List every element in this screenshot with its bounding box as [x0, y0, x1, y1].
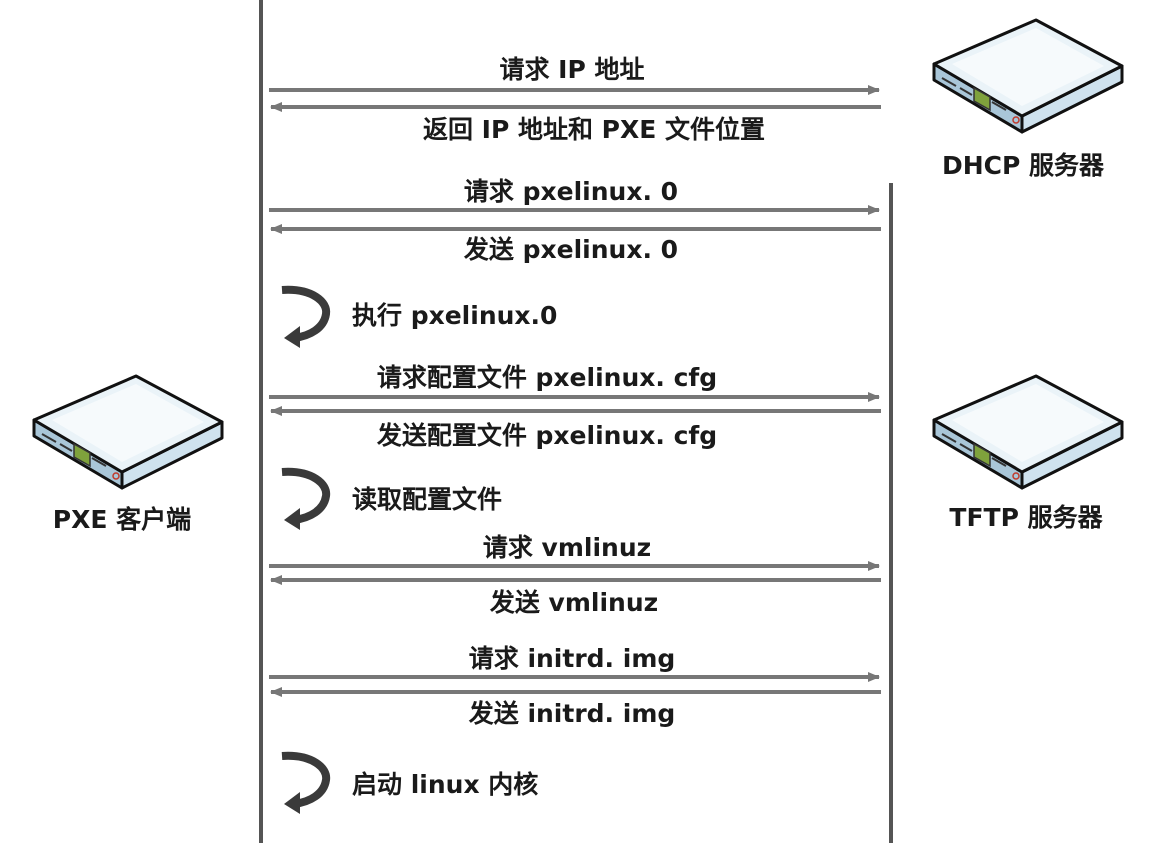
message-request-pxelinux: 请求 pxelinux. 0 [269, 177, 880, 215]
message-send-initrd: 发送 initrd. img [270, 687, 881, 728]
curl-arrow-icon [282, 290, 326, 348]
message-return-ip: 返回 IP 地址和 PXE 文件位置 [270, 102, 881, 144]
local-step-label: 读取配置文件 [352, 485, 502, 514]
message-request-cfg: 请求配置文件 pxelinux. cfg [269, 363, 880, 402]
message-request-vmlinuz: 请求 vmlinuz [269, 533, 880, 571]
server-icon [932, 374, 1124, 490]
pxe-client-label: PXE 客户端 [53, 505, 191, 534]
dhcp-server-node: DHCP 服务器 [932, 18, 1124, 180]
message-label: 发送 pxelinux. 0 [463, 235, 678, 264]
message-request-initrd: 请求 initrd. img [269, 644, 880, 682]
message-label: 请求 initrd. img [469, 644, 676, 673]
message-list: 请求 IP 地址 返回 IP 地址和 PXE 文件位置 请求 pxelinux.… [269, 55, 881, 728]
dhcp-server-label: DHCP 服务器 [942, 151, 1105, 180]
local-step-execute: 执行 pxelinux.0 [282, 290, 557, 348]
curl-arrow-icon [282, 756, 326, 814]
local-step-label: 执行 pxelinux.0 [352, 301, 557, 330]
tftp-server-label: TFTP 服务器 [949, 503, 1103, 532]
message-send-cfg: 发送配置文件 pxelinux. cfg [270, 406, 881, 450]
message-request-ip: 请求 IP 地址 [269, 55, 880, 95]
message-send-pxelinux: 发送 pxelinux. 0 [270, 224, 881, 264]
curl-arrow-icon [282, 472, 326, 530]
message-label: 返回 IP 地址和 PXE 文件位置 [423, 115, 765, 144]
message-label: 发送配置文件 pxelinux. cfg [376, 421, 717, 450]
tftp-server-node: TFTP 服务器 [932, 374, 1124, 532]
local-step-read-config: 读取配置文件 [282, 472, 502, 530]
message-label: 发送 vmlinuz [489, 588, 658, 617]
server-icon [32, 374, 224, 490]
message-send-vmlinuz: 发送 vmlinuz [270, 575, 881, 617]
server-icon [932, 18, 1124, 134]
message-label: 请求 IP 地址 [499, 55, 644, 84]
message-label: 请求配置文件 pxelinux. cfg [377, 363, 717, 392]
local-step-label: 启动 linux 内核 [352, 770, 538, 799]
message-label: 请求 pxelinux. 0 [464, 177, 678, 206]
pxe-client-node: PXE 客户端 [32, 374, 224, 534]
message-label: 请求 vmlinuz [483, 533, 651, 562]
local-step-boot-kernel: 启动 linux 内核 [282, 756, 538, 814]
message-label: 发送 initrd. img [468, 699, 676, 728]
